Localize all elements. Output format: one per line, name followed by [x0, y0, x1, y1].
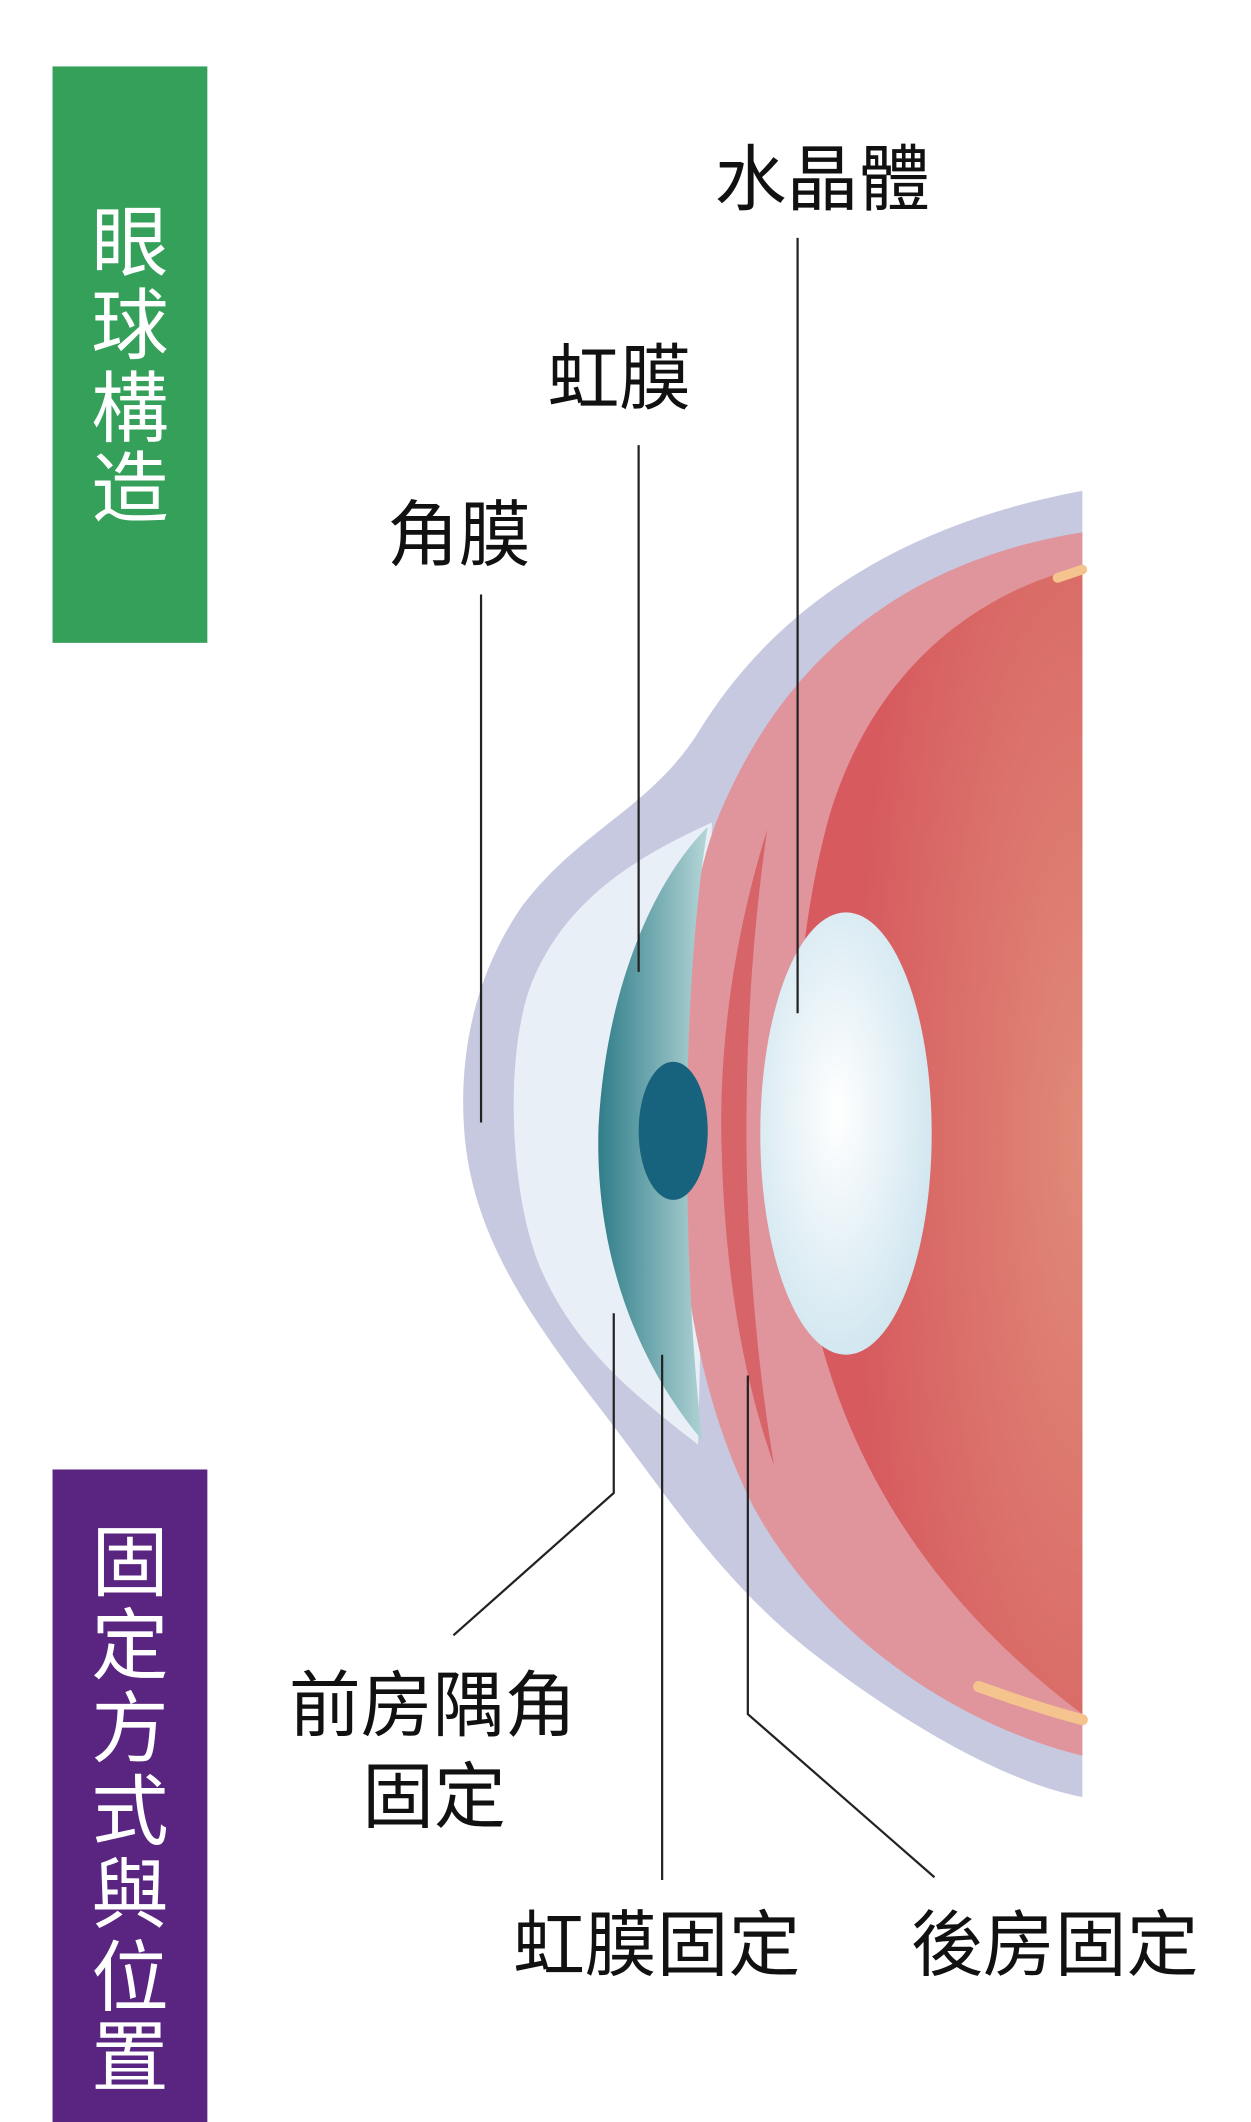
svg-text:式: 式 [91, 1768, 168, 1858]
iris-label: 虹膜 [547, 337, 691, 421]
lens [760, 912, 932, 1355]
svg-text:定: 定 [91, 1602, 168, 1692]
fixation-method-box [52, 1469, 208, 2122]
svg-text:球: 球 [91, 282, 168, 372]
posterior-fixation-label: 後房固定 [911, 1903, 1199, 1987]
eye-structure-box [52, 66, 208, 643]
anterior-angle-leader-line [452, 1313, 615, 1637]
anterior-angle-label-line1: 前房隅角 [289, 1664, 577, 1748]
posterior-fixation-leader-line [746, 1375, 936, 1879]
svg-text:與: 與 [91, 1850, 168, 1940]
retina [795, 566, 1083, 1715]
anterior-angle-label-line2: 固定 [362, 1755, 506, 1839]
svg-text:位: 位 [91, 1933, 168, 2023]
pupil [638, 1061, 708, 1200]
eye-structure-title: 眼 球 構 造 [91, 199, 168, 535]
svg-text:固: 固 [91, 1519, 168, 1609]
svg-text:眼: 眼 [91, 199, 168, 289]
svg-text:造: 造 [91, 445, 168, 535]
ciliary-body [721, 829, 775, 1466]
svg-text:構: 構 [91, 365, 168, 455]
iris-fixation-label: 虹膜固定 [513, 1903, 801, 1987]
cornea-label: 角膜 [387, 493, 531, 577]
svg-text:方: 方 [91, 1685, 168, 1775]
lens-label: 水晶體 [715, 138, 931, 222]
fixation-method-title: 固 定 方 式 與 位 置 [91, 1519, 168, 2104]
fat-top [1052, 564, 1088, 583]
svg-text:置: 置 [91, 2014, 168, 2104]
fat-bottom [973, 1680, 1088, 1726]
